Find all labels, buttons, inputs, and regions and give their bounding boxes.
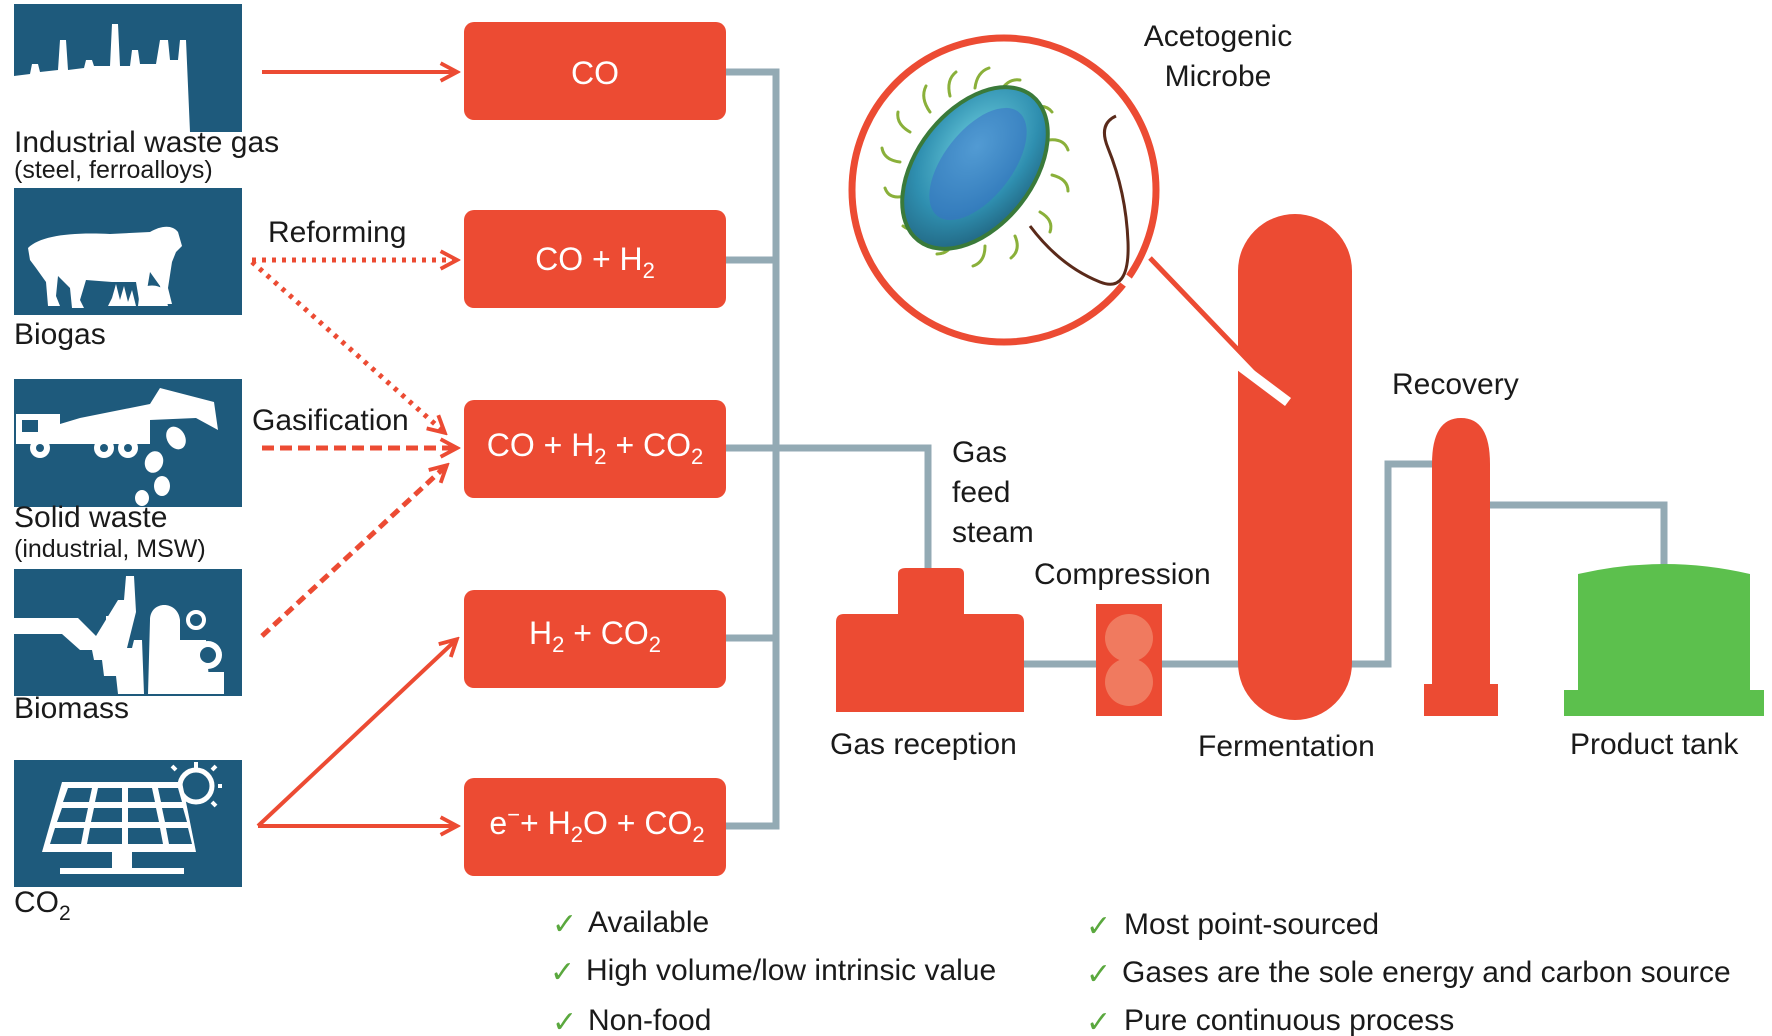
benefits-right: ✓ Most point-sourced ✓ Gases are the sol… [1086, 908, 1731, 1036]
gas-box-co-label: CO [571, 55, 619, 91]
source-label-biogas: Biogas [14, 318, 106, 351]
benefit-right-item: Pure continuous process [1124, 1004, 1454, 1036]
gas-feed-label-line3: steam [952, 516, 1034, 549]
gas-feed-label-line1: Gas [952, 436, 1007, 469]
gas-box-co-h2-co2-label: CO + H2 + CO2 [487, 427, 704, 469]
gas-reception-label: Gas reception [830, 728, 1017, 761]
gas-box-co-h2-label: CO + H2 [535, 241, 655, 283]
arrow-biogas-to-mix [250, 260, 444, 432]
process-label-gasification: Gasification [252, 404, 409, 437]
dump-truck-icon [16, 388, 218, 506]
source-label-industrial: Industrial waste gas [14, 126, 279, 159]
product-tank-label: Product tank [1570, 728, 1739, 761]
gas-reception-vessel [836, 568, 1024, 712]
benefit-left-item: Available [588, 906, 709, 939]
benefit-left-item: Non-food [588, 1004, 711, 1036]
check-icon: ✓ [1086, 958, 1111, 991]
source-label-solid-waste: Solid waste [14, 501, 167, 534]
microbe-callout [848, 34, 1292, 407]
gas-box-co-h2-co2: CO + H2 + CO2 [464, 400, 726, 498]
check-icon: ✓ [552, 908, 577, 941]
check-icon: ✓ [552, 1006, 577, 1036]
source-sublabel-industrial: (steel, ferroalloys) [14, 156, 213, 184]
factory-icon [14, 24, 190, 132]
source-tile-biogas [14, 188, 242, 315]
microbe-label-line1: Acetogenic [1144, 20, 1292, 53]
gas-box-h2-co2-label: H2 + CO2 [529, 615, 661, 657]
source-label-biomass: Biomass [14, 692, 129, 725]
solar-panel-icon [42, 762, 222, 874]
source-tile-industrial [14, 4, 242, 132]
benefit-left-item: High volume/low intrinsic value [586, 954, 996, 987]
biomass-plant-icon [14, 576, 224, 694]
benefit-right-item: Most point-sourced [1124, 908, 1379, 941]
microbe-label-line2: Microbe [1165, 60, 1272, 93]
gas-box-electro: e−+ H2O + CO2 [464, 778, 726, 876]
gas-feed-label-line2: feed [952, 476, 1010, 509]
gas-box-co: CO [464, 22, 726, 120]
check-icon: ✓ [1086, 910, 1111, 943]
check-icon: ✓ [550, 956, 575, 989]
compressor [1096, 604, 1162, 716]
arrow-co2-to-h2co2 [256, 640, 456, 828]
fermentation-column [1238, 214, 1352, 720]
source-label-co2: CO2 [14, 886, 71, 925]
gas-box-co-h2: CO + H2 [464, 210, 726, 308]
product-tank [1564, 564, 1764, 716]
compression-label: Compression [1034, 558, 1211, 591]
arrows [250, 72, 456, 828]
arrow-biomass-to-mix [260, 466, 446, 638]
check-icon: ✓ [1086, 1006, 1111, 1036]
recovery-column [1424, 418, 1498, 716]
gas-box-h2-co2: H2 + CO2 [464, 590, 726, 688]
benefit-right-item: Gases are the sole energy and carbon sou… [1122, 956, 1731, 989]
source-tile-biomass [14, 569, 242, 696]
benefits-left: ✓ Available ✓ High volume/low intrinsic … [550, 906, 996, 1036]
recovery-label: Recovery [1392, 368, 1519, 401]
source-tile-co2 [14, 760, 242, 887]
gas-manifold-pipes [722, 68, 1668, 830]
process-label-reforming: Reforming [268, 216, 406, 249]
source-sublabel-solid-waste: (industrial, MSW) [14, 535, 206, 563]
fermentation-label: Fermentation [1198, 730, 1375, 763]
gas-box-electro-label: e−+ H2O + CO2 [489, 802, 704, 847]
microbe-icon [880, 66, 1130, 286]
source-tile-solid-waste [14, 379, 242, 507]
